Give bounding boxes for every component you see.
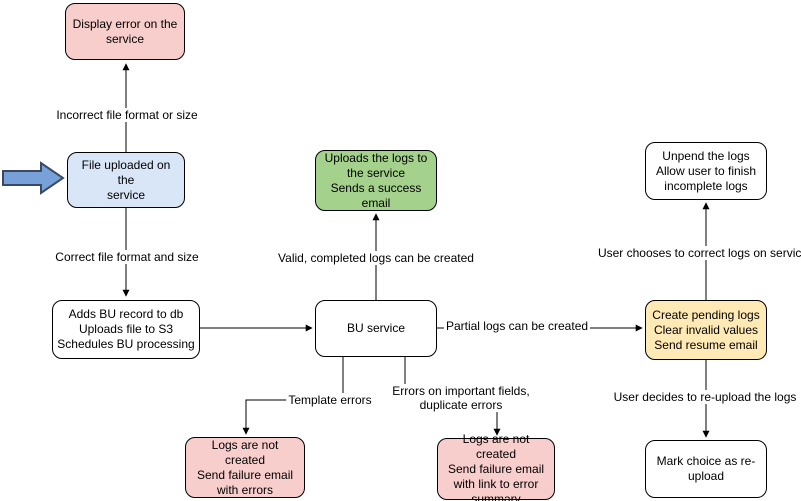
node-unpend-logs: Unpend the logs Allow user to finish inc… <box>645 142 767 200</box>
node-logs-not-created-summary: Logs are not created Send failure email … <box>437 432 555 501</box>
input-block-arrow-icon <box>2 161 65 195</box>
edge-label-user-reuploads: User decides to re-upload the logs <box>611 390 799 404</box>
edge-label-valid-completed-logs: Valid, completed logs can be created <box>276 251 476 265</box>
edge-label-correct-file-format: Correct file format and size <box>53 250 201 264</box>
edge-label-template-errors: Template errors <box>286 393 374 407</box>
edge-label-user-corrects: User chooses to correct logs on service <box>595 246 801 260</box>
edge-label-incorrect-file-format: Incorrect file format or size <box>54 108 200 122</box>
node-uploads-logs: Uploads the logs to the service Sends a … <box>315 150 437 211</box>
node-bu-service: BU service <box>315 300 437 357</box>
node-mark-choice-reupload: Mark choice as re- upload <box>645 440 767 498</box>
node-file-uploaded: File uploaded on the service <box>67 152 185 208</box>
node-logs-not-created-errors: Logs are not created Send failure email … <box>185 437 305 498</box>
node-display-error: Display error on the service <box>65 3 185 60</box>
edge-label-partial-logs: Partial logs can be created <box>443 319 591 333</box>
edge-label-field-errors: Errors on important fields, duplicate er… <box>390 384 532 412</box>
node-adds-bu-record: Adds BU record to db Uploads file to S3 … <box>52 300 200 359</box>
node-create-pending-logs: Create pending logs Clear invalid values… <box>645 300 767 360</box>
